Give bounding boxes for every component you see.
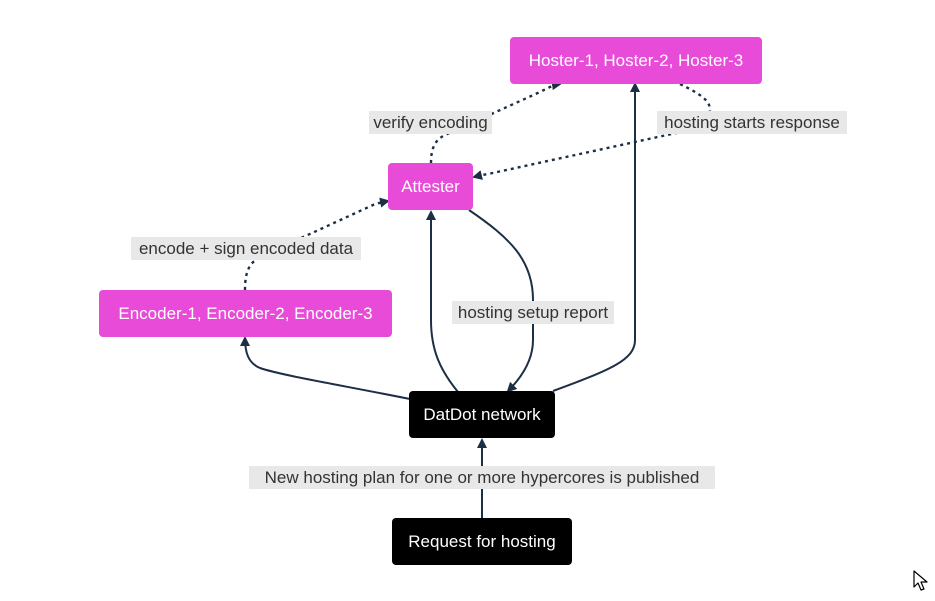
edge-network-to-hosters — [552, 82, 640, 392]
edge-network-to-encoders — [240, 336, 411, 400]
node-request-for-hosting[interactable]: Request for hosting — [392, 518, 572, 565]
edge-encoders-to-attester — [243, 197, 390, 291]
edge-label-hosting-starts-response: hosting starts response — [657, 111, 847, 134]
edge-label-encode-sign: encode + sign encoded data — [131, 237, 361, 260]
node-attester[interactable]: Attester — [388, 163, 473, 210]
mouse-pointer-icon — [913, 570, 928, 591]
edge-attester-to-hosters — [429, 80, 562, 164]
edge-label-hosting-setup-report: hosting setup report — [452, 301, 614, 324]
node-encoders[interactable]: Encoder-1, Encoder-2, Encoder-3 — [99, 290, 392, 337]
node-hosters[interactable]: Hoster-1, Hoster-2, Hoster-3 — [510, 37, 762, 84]
edge-label-verify-encoding: verify encoding — [369, 111, 492, 134]
edge-label-new-hosting-plan: New hosting plan for one or more hyperco… — [249, 466, 715, 489]
edge-attester-to-network — [468, 209, 534, 393]
edge-network-to-attester — [426, 210, 459, 393]
node-datdot-network[interactable]: DatDot network — [409, 391, 555, 438]
